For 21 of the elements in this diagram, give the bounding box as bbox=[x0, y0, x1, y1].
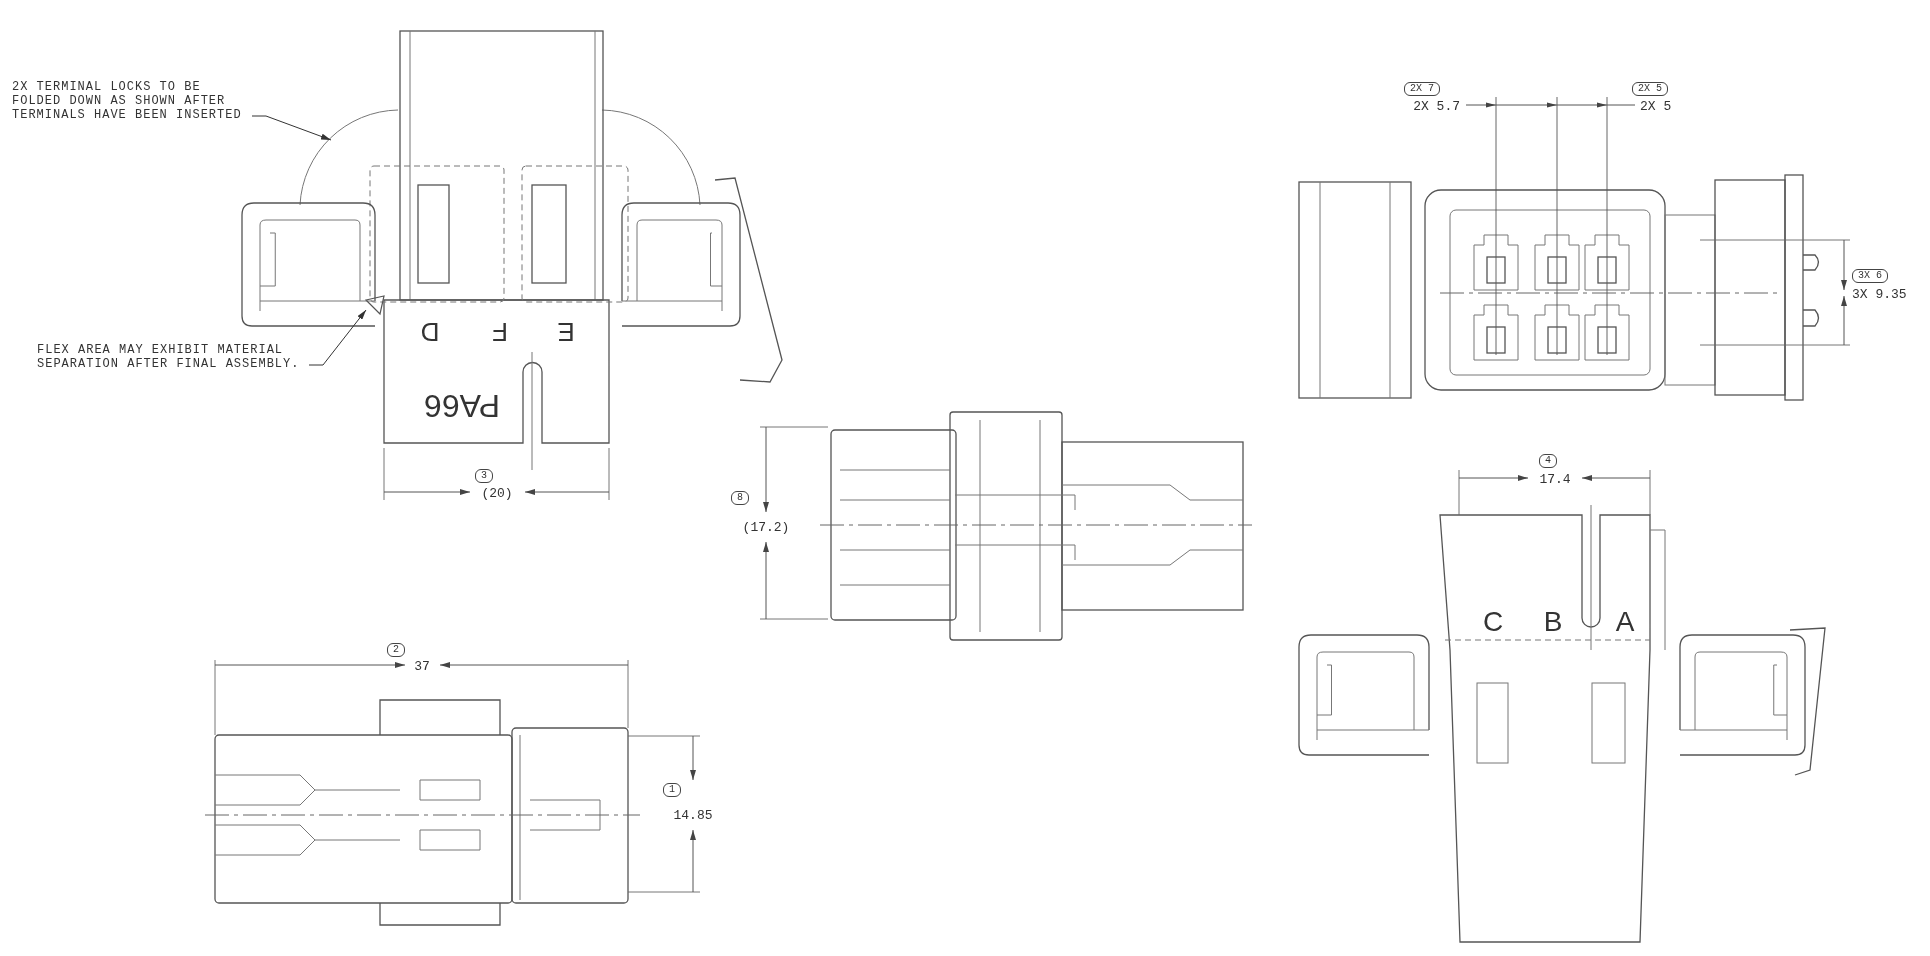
dimension-text: 2X 5 bbox=[1640, 99, 1672, 113]
dimension-text: 3X 9.35 bbox=[1852, 287, 1907, 301]
flex-area-drawing bbox=[364, 295, 385, 316]
pin-letter: B bbox=[1543, 608, 1563, 636]
dimension-text: 14.85 bbox=[673, 808, 713, 822]
callout-number: 3X 6 bbox=[1852, 269, 1888, 283]
leader-line bbox=[308, 309, 367, 366]
dimension-text: 2X 5.7 bbox=[1413, 99, 1460, 113]
pin-letter: C bbox=[1482, 608, 1504, 636]
pin-letter: F bbox=[492, 319, 508, 345]
pin-letter: A bbox=[1615, 608, 1635, 636]
dimension-text: 37 bbox=[414, 659, 430, 673]
pin-letter: E bbox=[557, 319, 575, 345]
pin-letter: D bbox=[420, 319, 440, 345]
note-text: 2X TERMINAL LOCKS TO BE FOLDED DOWN AS SHOWN AFTER TERMINALS HAVE BEEN INSERTED bbox=[12, 80, 250, 122]
dimension-text: 17.4 bbox=[1539, 472, 1571, 486]
leader-line bbox=[251, 115, 332, 141]
material-marking: PA66 bbox=[424, 390, 500, 422]
dimension-text: (17.2) bbox=[742, 520, 790, 534]
note-text: FLEX AREA MAY EXHIBIT MATERIAL SEPARATION AFTER FINAL ASSEMBLY. bbox=[37, 343, 307, 371]
dimension-text: (20) bbox=[481, 486, 513, 500]
